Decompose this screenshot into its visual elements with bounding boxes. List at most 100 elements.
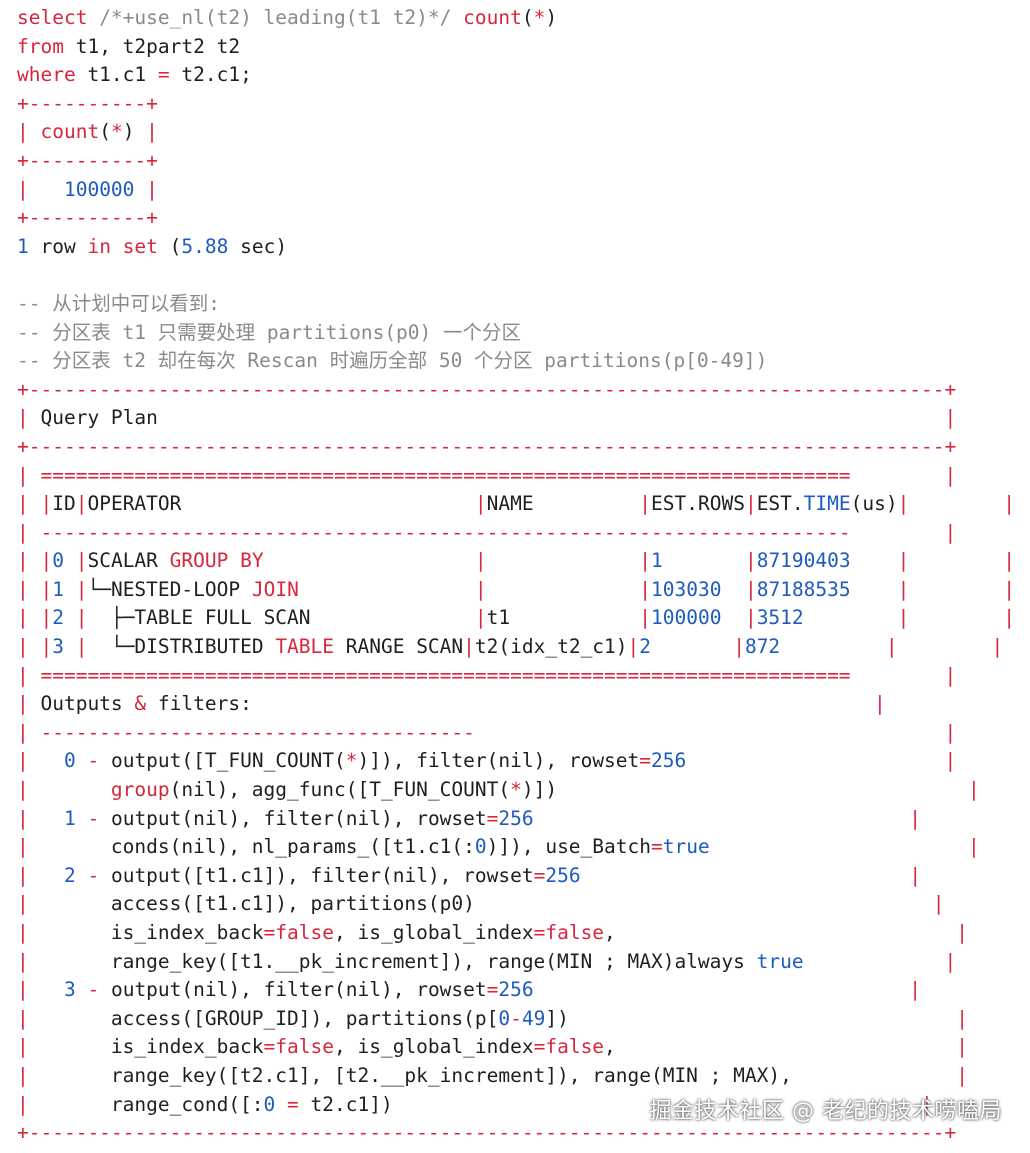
code-token: | | [17, 549, 53, 573]
code-line: | --------------------------------------… [17, 519, 1015, 548]
code-token: | [63, 635, 88, 659]
code-token: ========================================… [40, 463, 851, 487]
code-token: 2 [639, 635, 734, 659]
code-token: * [345, 749, 358, 773]
code-token: * [533, 6, 546, 29]
code-token: -- 从计划中可以看到: [17, 291, 220, 315]
code-token: 0 [63, 749, 76, 773]
code-token: * [110, 120, 123, 144]
code-line: | |ID|OPERATOR |NAME |EST.ROWS|EST.TIME(… [17, 490, 1015, 519]
code-token: | [803, 949, 957, 973]
code-token: = [263, 1035, 276, 1059]
code-line: +----------+ [17, 90, 1015, 119]
code-token: | [17, 749, 64, 773]
code-token: t1.c1 [75, 63, 158, 87]
code-token: | [17, 835, 111, 859]
code-line: | group(nil), agg_func([T_FUN_COUNT(*)])… [17, 776, 1015, 805]
code-line: +---------------------------------------… [17, 376, 1015, 405]
code-token: | [909, 577, 1016, 601]
code-token [76, 749, 88, 772]
code-line: | access([GROUP_ID]), partitions(p[0-49]… [17, 1005, 1015, 1034]
code-token: | | [17, 606, 53, 630]
code-token: ]) [545, 1006, 569, 1030]
code-token: +---------------------------------------… [17, 1121, 957, 1145]
code-token: | [17, 1035, 111, 1059]
code-token [487, 549, 640, 572]
code-token: | [909, 492, 1016, 516]
code-token [275, 1093, 287, 1116]
code-token [264, 549, 475, 572]
code-token: | [17, 1006, 111, 1030]
code-token: | | [17, 635, 53, 659]
code-token: select [17, 6, 88, 29]
code-line: | range_cond([:0 = t2.c1]) | [17, 1091, 1015, 1120]
code-token: 87188535 [756, 577, 898, 601]
code-token: | [157, 406, 957, 430]
code-token: /*+use_nl(t2) leading(t1 t2)*/ [87, 6, 464, 29]
code-line: | Query Plan | [17, 404, 1015, 433]
code-token: range_key([t1.__pk_increment]), range(MI… [110, 949, 757, 973]
code-token: ( [99, 120, 111, 144]
code-token: | [850, 520, 957, 544]
code-token: | [897, 577, 910, 601]
code-token: = [639, 749, 652, 773]
code-token: | [17, 806, 64, 830]
code-token: range_key([t2.c1], [t2.__pk_increment]),… [110, 1063, 792, 1087]
code-token: false [275, 1035, 334, 1059]
code-token: output(nil), filter(nil), rowset [99, 978, 487, 1002]
code-token: | [17, 1092, 111, 1116]
code-token: | [17, 520, 41, 544]
code-line: where t1.c1 = t2.c1; [17, 61, 1015, 90]
code-token: | [744, 606, 757, 630]
code-token: | [533, 806, 922, 830]
code-token: - [87, 749, 100, 773]
code-token: EST. [756, 492, 804, 516]
code-token: 0 [498, 1006, 511, 1030]
code-token: count [463, 6, 522, 29]
code-token: where [17, 63, 76, 87]
code-token: 0 [474, 835, 487, 859]
code-token: | [557, 778, 980, 802]
code-token: 256 [498, 806, 534, 830]
code-token: | [686, 749, 957, 773]
code-token: 3512 [756, 606, 898, 630]
code-token: 0 [263, 1092, 276, 1116]
code-token: | [709, 835, 980, 859]
code-token: 872 [744, 635, 886, 659]
code-token: | [897, 606, 910, 630]
code-token: | [791, 1063, 968, 1087]
code-token: 2 [63, 863, 76, 887]
code-token: ) [122, 120, 135, 144]
code-token: output([t1.c1]), filter(nil), rowset [99, 863, 534, 887]
code-token [487, 578, 640, 601]
code-token: | [17, 921, 111, 944]
code-token: | [63, 549, 88, 573]
code-token: | [17, 863, 64, 887]
code-token: SCALAR [87, 549, 170, 573]
code-token: = [651, 835, 663, 859]
code-token: | [639, 606, 652, 630]
code-line: | range_key([t1.__pk_increment]), range(… [17, 948, 1015, 977]
code-token: = [533, 921, 546, 944]
code-token: | [474, 577, 487, 601]
code-token: | [850, 463, 957, 487]
code-line: +---------------------------------------… [17, 433, 1015, 462]
code-token: | [134, 120, 158, 144]
code-line: | |1 |└─NESTED-LOOP JOIN | |103030 |8718… [17, 576, 1015, 605]
code-token: 0 [52, 549, 64, 573]
sql-output-code-block[interactable]: select /*+use_nl(t2) leading(t1 t2)*/ co… [17, 4, 1015, 1148]
code-token: | [17, 720, 41, 744]
code-token: = [486, 806, 499, 830]
code-token: | [850, 663, 957, 687]
code-token: | [639, 492, 652, 516]
code-token: = [287, 1092, 299, 1116]
code-token: t1 [486, 606, 640, 630]
code-token: └─NESTED-LOOP [87, 577, 252, 601]
code-token: +----------+ [17, 148, 158, 172]
code-token: 100000 [63, 177, 135, 201]
code-token: | [17, 949, 111, 973]
code-token: )]), filter(nil), rowset [357, 749, 640, 773]
code-token: ========================================… [40, 663, 851, 687]
code-token: -- 分区表 t2 却在每次 Rescan 时遍历全部 50 个分区 parti… [17, 349, 768, 373]
code-token: | [17, 406, 41, 430]
